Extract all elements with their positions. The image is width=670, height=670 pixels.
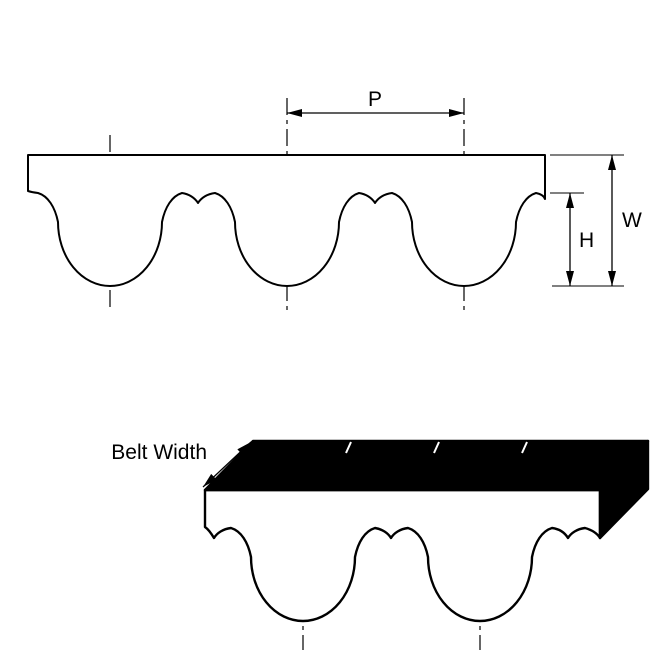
pitch-label: P	[368, 88, 382, 111]
height-label: H	[579, 229, 594, 252]
belt-side-face	[598, 439, 650, 540]
belt-section-view: P W H	[27, 88, 642, 312]
belt-front-profile	[203, 488, 602, 623]
width-label: W	[622, 209, 642, 232]
belt-width-arrow	[202, 441, 252, 488]
belt-profile	[27, 154, 546, 287]
top-face-seam-tick	[433, 441, 440, 454]
top-face-seam-tick	[345, 441, 352, 454]
top-face-seam-tick	[521, 441, 528, 454]
belt-width-label: Belt Width	[111, 441, 207, 464]
belt-top-face	[203, 439, 650, 492]
belt-perspective-view: Belt Width	[111, 439, 650, 650]
